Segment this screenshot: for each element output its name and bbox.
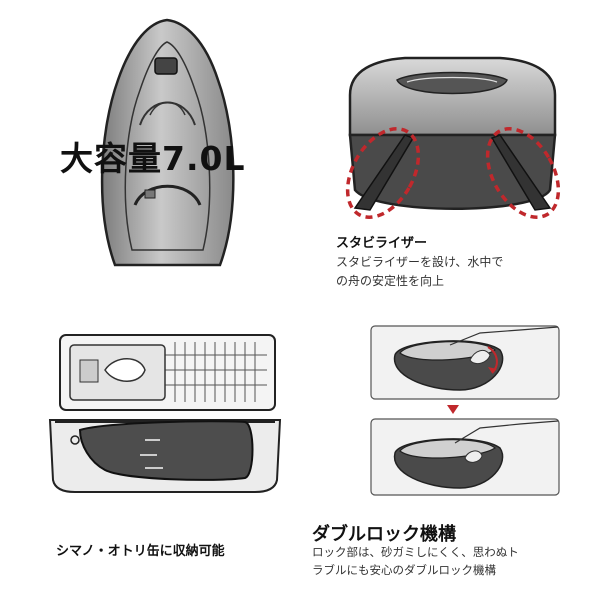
capacity-panel — [40, 10, 300, 275]
lock-desc-line1: ロック部は、砂ガミしにくく、思わぬト — [312, 545, 519, 559]
lock-illustration-bottom — [370, 418, 560, 496]
storage-caption: シマノ・オトリ缶に収納可能 — [56, 544, 225, 559]
stabilizer-title: スタビライザー — [336, 236, 428, 251]
lock-title: ダブルロック機構 — [312, 524, 456, 545]
stabilizer-desc-line1: スタビライザーを設け、水中で — [336, 255, 504, 269]
capacity-title: 大容量7.0L — [60, 139, 246, 178]
boat-top-view-illustration — [100, 18, 235, 267]
stabilizer-illustration — [335, 40, 570, 225]
storage-illustration — [45, 330, 285, 500]
down-arrow-icon — [447, 405, 459, 414]
lock-illustration-top — [370, 325, 560, 400]
stabilizer-desc-line2: の舟の安定性を向上 — [336, 274, 445, 288]
lock-desc-line2: ラブルにも安心のダブルロック機構 — [312, 563, 496, 577]
